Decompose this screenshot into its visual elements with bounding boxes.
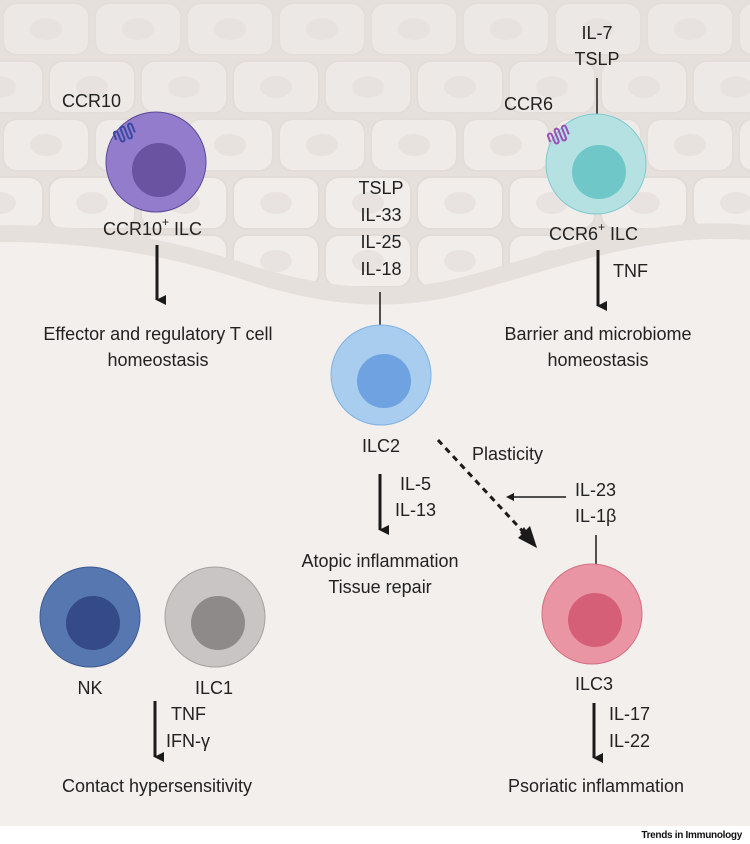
ccr6-ilc-label: CCR6+ ILC	[549, 220, 638, 244]
ilc1-cell	[164, 566, 266, 668]
ccr10-outcome-line1: Effector and regulatory T cell	[43, 324, 272, 344]
ilc1-nucleus	[191, 596, 245, 650]
ilc2-input-il33: IL-33	[360, 205, 401, 225]
ccr6-ilc-nucleus	[572, 145, 626, 199]
ccr6-ilc-label-sup: +	[598, 220, 605, 234]
ccr6-output-tnf: TNF	[613, 261, 648, 281]
nk-cell	[39, 566, 141, 668]
ilc3-label: ILC3	[575, 674, 613, 694]
ilc3-output-il17: IL-17	[609, 704, 650, 724]
ccr10-ilc-label-suffix: ILC	[169, 219, 202, 239]
ccr10-ilc-label: CCR10+ ILC	[103, 215, 202, 239]
ccr6-receptor-icon	[546, 124, 570, 145]
ilc2-outcome-line2: Tissue repair	[328, 577, 431, 597]
ccr6-receptor-label: CCR6	[504, 94, 553, 114]
ilc2-output-il5: IL-5	[400, 474, 431, 494]
ccr10-ilc-label-main: CCR10	[103, 219, 162, 239]
ilc3-outcome: Psoriatic inflammation	[508, 776, 684, 796]
ilc2-input-tslp: TSLP	[358, 178, 403, 198]
ilc3-output-il22: IL-22	[609, 731, 650, 751]
ccr6-ilc-label-main: CCR6	[549, 224, 598, 244]
ccr10-ilc-nucleus	[132, 143, 186, 197]
ilc1-output-tnf: TNF	[171, 704, 206, 724]
plasticity-arrow	[436, 438, 530, 539]
ilc1-label: ILC1	[195, 678, 233, 698]
ilc3-nucleus	[568, 593, 622, 647]
plasticity-label: Plasticity	[472, 444, 543, 464]
ilc2-input-il25: IL-25	[360, 232, 401, 252]
ilc2-cell	[330, 324, 432, 426]
il23-to-plasticity-arrowhead	[506, 493, 514, 501]
ccr6-ilc-label-suffix: ILC	[605, 224, 638, 244]
ccr10-receptor-label: CCR10	[62, 91, 121, 111]
ccr6-input-il7: IL-7	[581, 23, 612, 43]
diagram-canvas: CCR10 CCR10+ ILC Effector and regulatory…	[0, 0, 750, 796]
ilc3-input-il1b: IL-1β	[575, 506, 616, 526]
ccr6-outcome-line2: homeostasis	[547, 350, 648, 370]
ccr10-outcome-line2: homeostasis	[107, 350, 208, 370]
ccr6-input-tslp: TSLP	[574, 49, 619, 69]
ccr10-ilc-label-sup: +	[162, 215, 169, 229]
ilc1-output-ifng: IFN-γ	[166, 731, 210, 751]
figure-panel: CCR10 CCR10+ ILC Effector and regulatory…	[0, 0, 750, 826]
ilc2-label: ILC2	[362, 436, 400, 456]
plasticity-arrowhead-tip	[518, 526, 537, 548]
nk-nucleus	[66, 596, 120, 650]
ilc3-cell	[541, 563, 643, 665]
ccr6-outcome-line1: Barrier and microbiome	[504, 324, 691, 344]
ccr6-ilc-cell	[545, 113, 647, 215]
nk-label: NK	[77, 678, 102, 698]
ccr10-ilc-cell	[105, 111, 207, 213]
ilc2-output-il13: IL-13	[395, 500, 436, 520]
ilc3-input-il23: IL-23	[575, 480, 616, 500]
ilc2-nucleus	[357, 354, 411, 408]
journal-label: Trends in Immunology	[641, 830, 742, 841]
ilc2-outcome-line1: Atopic inflammation	[301, 551, 458, 571]
ilc1-nk-outcome: Contact hypersensitivity	[62, 776, 252, 796]
ccr10-receptor-icon	[112, 122, 136, 143]
ilc2-input-il18: IL-18	[360, 259, 401, 279]
